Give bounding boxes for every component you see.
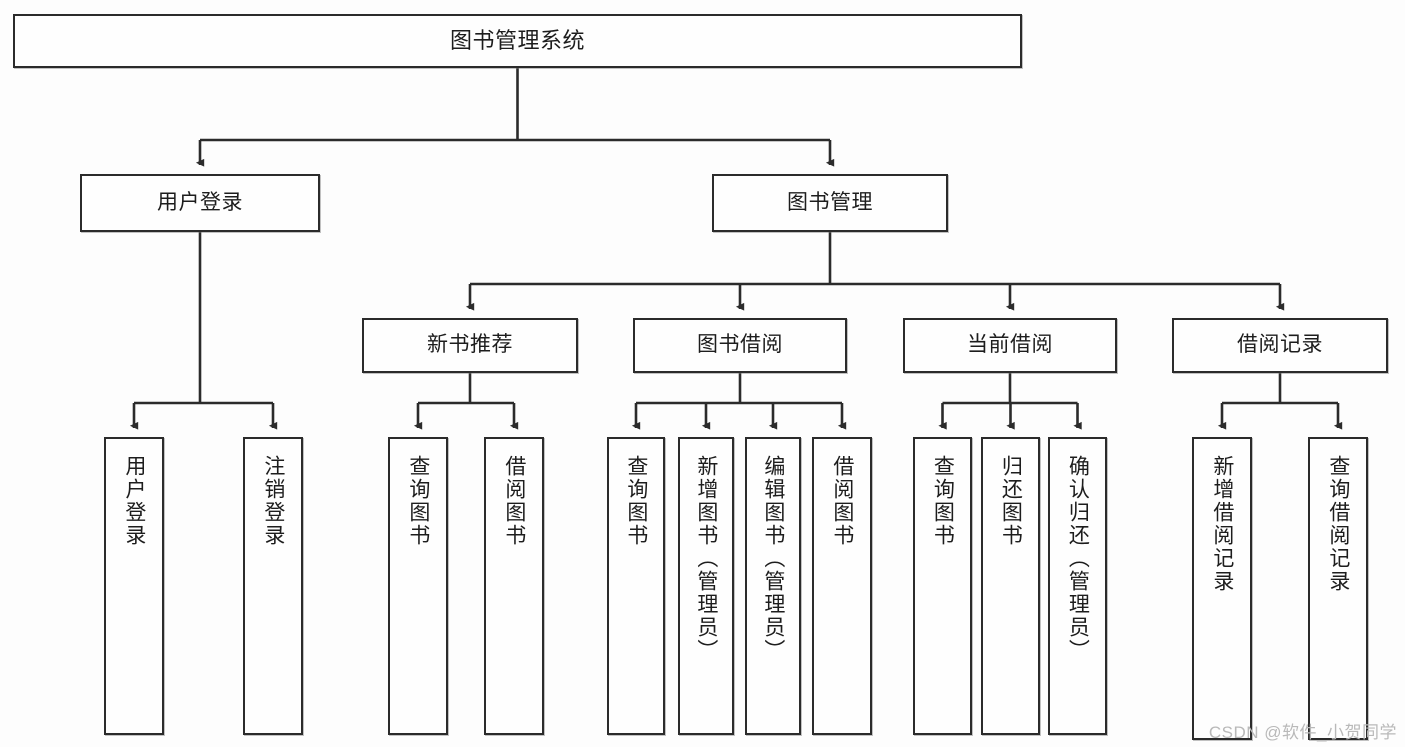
node-label: 注销登录 — [261, 455, 285, 547]
node-user-login[interactable]: 用户登录 — [80, 174, 320, 232]
node-label: 查询图书 — [406, 455, 430, 547]
node-label: 用户登录 — [157, 190, 243, 214]
node-label: 查询图书 — [624, 455, 648, 547]
node-label: 图书借阅 — [697, 333, 783, 357]
node-leaf-add-record[interactable]: 新增借阅记录 — [1192, 437, 1252, 740]
node-leaf-logout[interactable]: 注销登录 — [243, 437, 303, 735]
node-leaf-query-book-1[interactable]: 查询图书 — [388, 437, 448, 735]
node-label: 编辑图书（管理员） — [761, 455, 785, 662]
node-label: 借阅图书 — [830, 455, 854, 547]
node-label: 查询借阅记录 — [1326, 455, 1350, 593]
node-label: 图书管理 — [787, 190, 873, 214]
node-leaf-add-book[interactable]: 新增图书（管理员） — [678, 437, 734, 735]
node-label: 图书管理系统 — [449, 28, 585, 54]
node-label: 确认归还（管理员） — [1066, 455, 1090, 662]
node-book-manage[interactable]: 图书管理 — [712, 174, 948, 232]
csdn-watermark: CSDN @软件_小贺同学 — [1208, 723, 1397, 742]
node-borrow-record[interactable]: 借阅记录 — [1172, 318, 1388, 373]
node-label: 借阅图书 — [502, 455, 526, 547]
node-leaf-edit-book[interactable]: 编辑图书（管理员） — [745, 437, 801, 735]
node-label: 用户登录 — [122, 455, 146, 547]
node-leaf-query-book-2[interactable]: 查询图书 — [607, 437, 665, 735]
node-leaf-query-book-3[interactable]: 查询图书 — [913, 437, 972, 735]
node-label: 新增借阅记录 — [1210, 455, 1234, 593]
node-leaf-confirm-return[interactable]: 确认归还（管理员） — [1048, 437, 1107, 735]
node-label: 归还图书 — [999, 455, 1023, 547]
node-book-borrow[interactable]: 图书借阅 — [633, 318, 847, 373]
node-leaf-borrow-book-2[interactable]: 借阅图书 — [812, 437, 872, 735]
node-new-book-rec[interactable]: 新书推荐 — [362, 318, 578, 373]
node-root-system[interactable]: 图书管理系统 — [13, 14, 1022, 68]
node-label: 新增图书（管理员） — [694, 455, 718, 662]
node-leaf-user-login[interactable]: 用户登录 — [104, 437, 164, 735]
node-label: 借阅记录 — [1237, 333, 1323, 357]
node-label: 查询图书 — [931, 455, 955, 547]
node-label: 新书推荐 — [427, 333, 513, 357]
node-leaf-query-record[interactable]: 查询借阅记录 — [1308, 437, 1368, 740]
node-leaf-return-book[interactable]: 归还图书 — [981, 437, 1040, 735]
node-label: 当前借阅 — [967, 333, 1053, 357]
node-current-borrow[interactable]: 当前借阅 — [903, 318, 1117, 373]
node-leaf-borrow-book-1[interactable]: 借阅图书 — [484, 437, 544, 735]
